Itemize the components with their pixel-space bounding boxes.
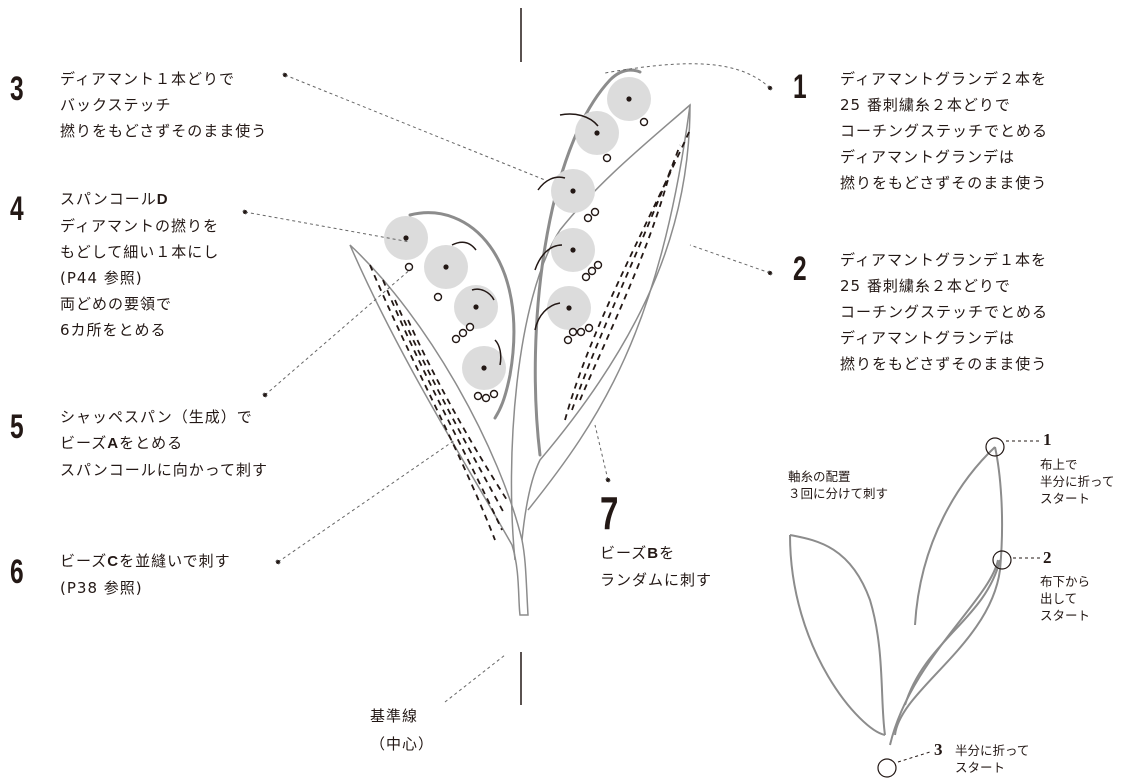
flower-stems <box>408 68 642 457</box>
leaves <box>349 103 691 616</box>
sub-step-3-text: 半分に折ってスタート <box>955 743 1030 775</box>
sub-step-2-number: 2 <box>1043 548 1052 567</box>
sub-diagram-markers <box>877 437 1012 778</box>
callout-7-number: 7 <box>600 487 619 539</box>
callout-3-text: ディアマント１本どりでバックステッチ撚りをもどさずそのまま使う <box>60 70 268 140</box>
sub-step-1-number: 1 <box>1043 430 1052 449</box>
sub-step-1-text: 布上で半分に折ってスタート <box>1040 457 1115 506</box>
callout-2-number: 2 <box>793 250 807 288</box>
callout-7-text: ビーズBをランダムに刺す <box>600 544 713 589</box>
bead-b-circles <box>404 117 649 403</box>
callout-5-number: 5 <box>10 408 24 446</box>
callout-6-number: 6 <box>10 553 24 591</box>
callout-4-number: 4 <box>10 190 24 228</box>
backstitch-arcs <box>451 113 599 366</box>
callout-3-number: 3 <box>10 70 24 108</box>
sub-step-3-number: 3 <box>934 740 943 759</box>
sub-diagram-stitches <box>789 446 1004 746</box>
callout-6-text: ビーズCを並縫いで刺す(P38 参照) <box>60 552 231 597</box>
bead-c-lines <box>369 129 691 541</box>
sub-diagram-leaders <box>897 440 1040 763</box>
sequins <box>384 77 651 390</box>
callout-5-text: シャッペスパン（生成）でビーズAをとめるスパンコールに向かって刺す <box>60 408 269 479</box>
sequin-centers <box>403 96 632 371</box>
sub-step-2-text: 布下から出してスタート <box>1040 574 1091 623</box>
baseline-label: 基準線（中心） <box>370 707 435 753</box>
leader-lines <box>242 63 773 703</box>
callout-1-number: 1 <box>793 68 807 106</box>
